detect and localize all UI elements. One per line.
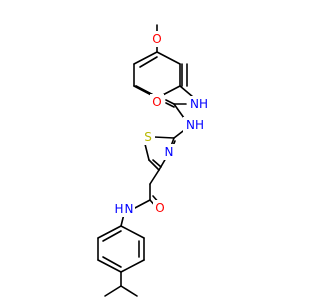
atom-label-O-methoxy: O: [152, 32, 161, 46]
atom-NH-urea-bottom: NH: [183, 117, 207, 133]
atom-label-H-amide: H: [114, 202, 123, 216]
atom-label-N-amide: N: [125, 202, 134, 216]
bond-42: [104, 285, 122, 297]
bond-25: [152, 159, 162, 168]
bond-32: [120, 225, 145, 239]
atom-label-NH-urea-bottom: NH: [186, 118, 204, 132]
atom-label-S-thiazole: S: [144, 130, 152, 144]
atom-O-urea: O: [150, 94, 164, 110]
atom-O-methoxy: O: [150, 31, 164, 47]
bond-7: [133, 51, 158, 65]
bond-12: [139, 56, 158, 68]
atom-label-layer: O NH O NH S N: [113, 31, 211, 217]
bond-38: [102, 230, 122, 242]
atom-label-N-thiazole: N: [165, 145, 174, 159]
bond-13: [179, 85, 194, 98]
bond-17: [173, 103, 185, 119]
bond-20: [144, 143, 150, 161]
bond-34: [120, 259, 145, 273]
bond-layer: [97, 24, 194, 297]
atom-NH-urea-top: NH: [187, 96, 211, 112]
bond-35: [97, 259, 122, 273]
atom-N-thiazole: N: [162, 144, 176, 160]
bond-37: [97, 225, 122, 239]
atom-NH-amide: N H: [113, 201, 135, 217]
bond-16: [165, 102, 175, 108]
bond-15: [165, 99, 175, 105]
atom-S-thiazole: S: [141, 129, 155, 145]
bond-19: [153, 136, 175, 139]
atom-O-amide: O: [153, 200, 167, 216]
atom-label-NH-urea-top: NH: [190, 97, 208, 111]
atom-label-O-urea: O: [152, 95, 161, 109]
bond-40: [102, 256, 122, 268]
bond-21: [148, 159, 160, 171]
bond-30: [132, 199, 151, 210]
bond-26: [149, 169, 160, 185]
atom-label-O-amide: O: [155, 201, 164, 215]
bond-2: [156, 51, 181, 65]
molecule-canvas: O NH O NH S N: [97, 24, 211, 297]
bond-43: [120, 285, 138, 297]
molecule-structure: O NH O NH S N: [97, 24, 211, 297]
